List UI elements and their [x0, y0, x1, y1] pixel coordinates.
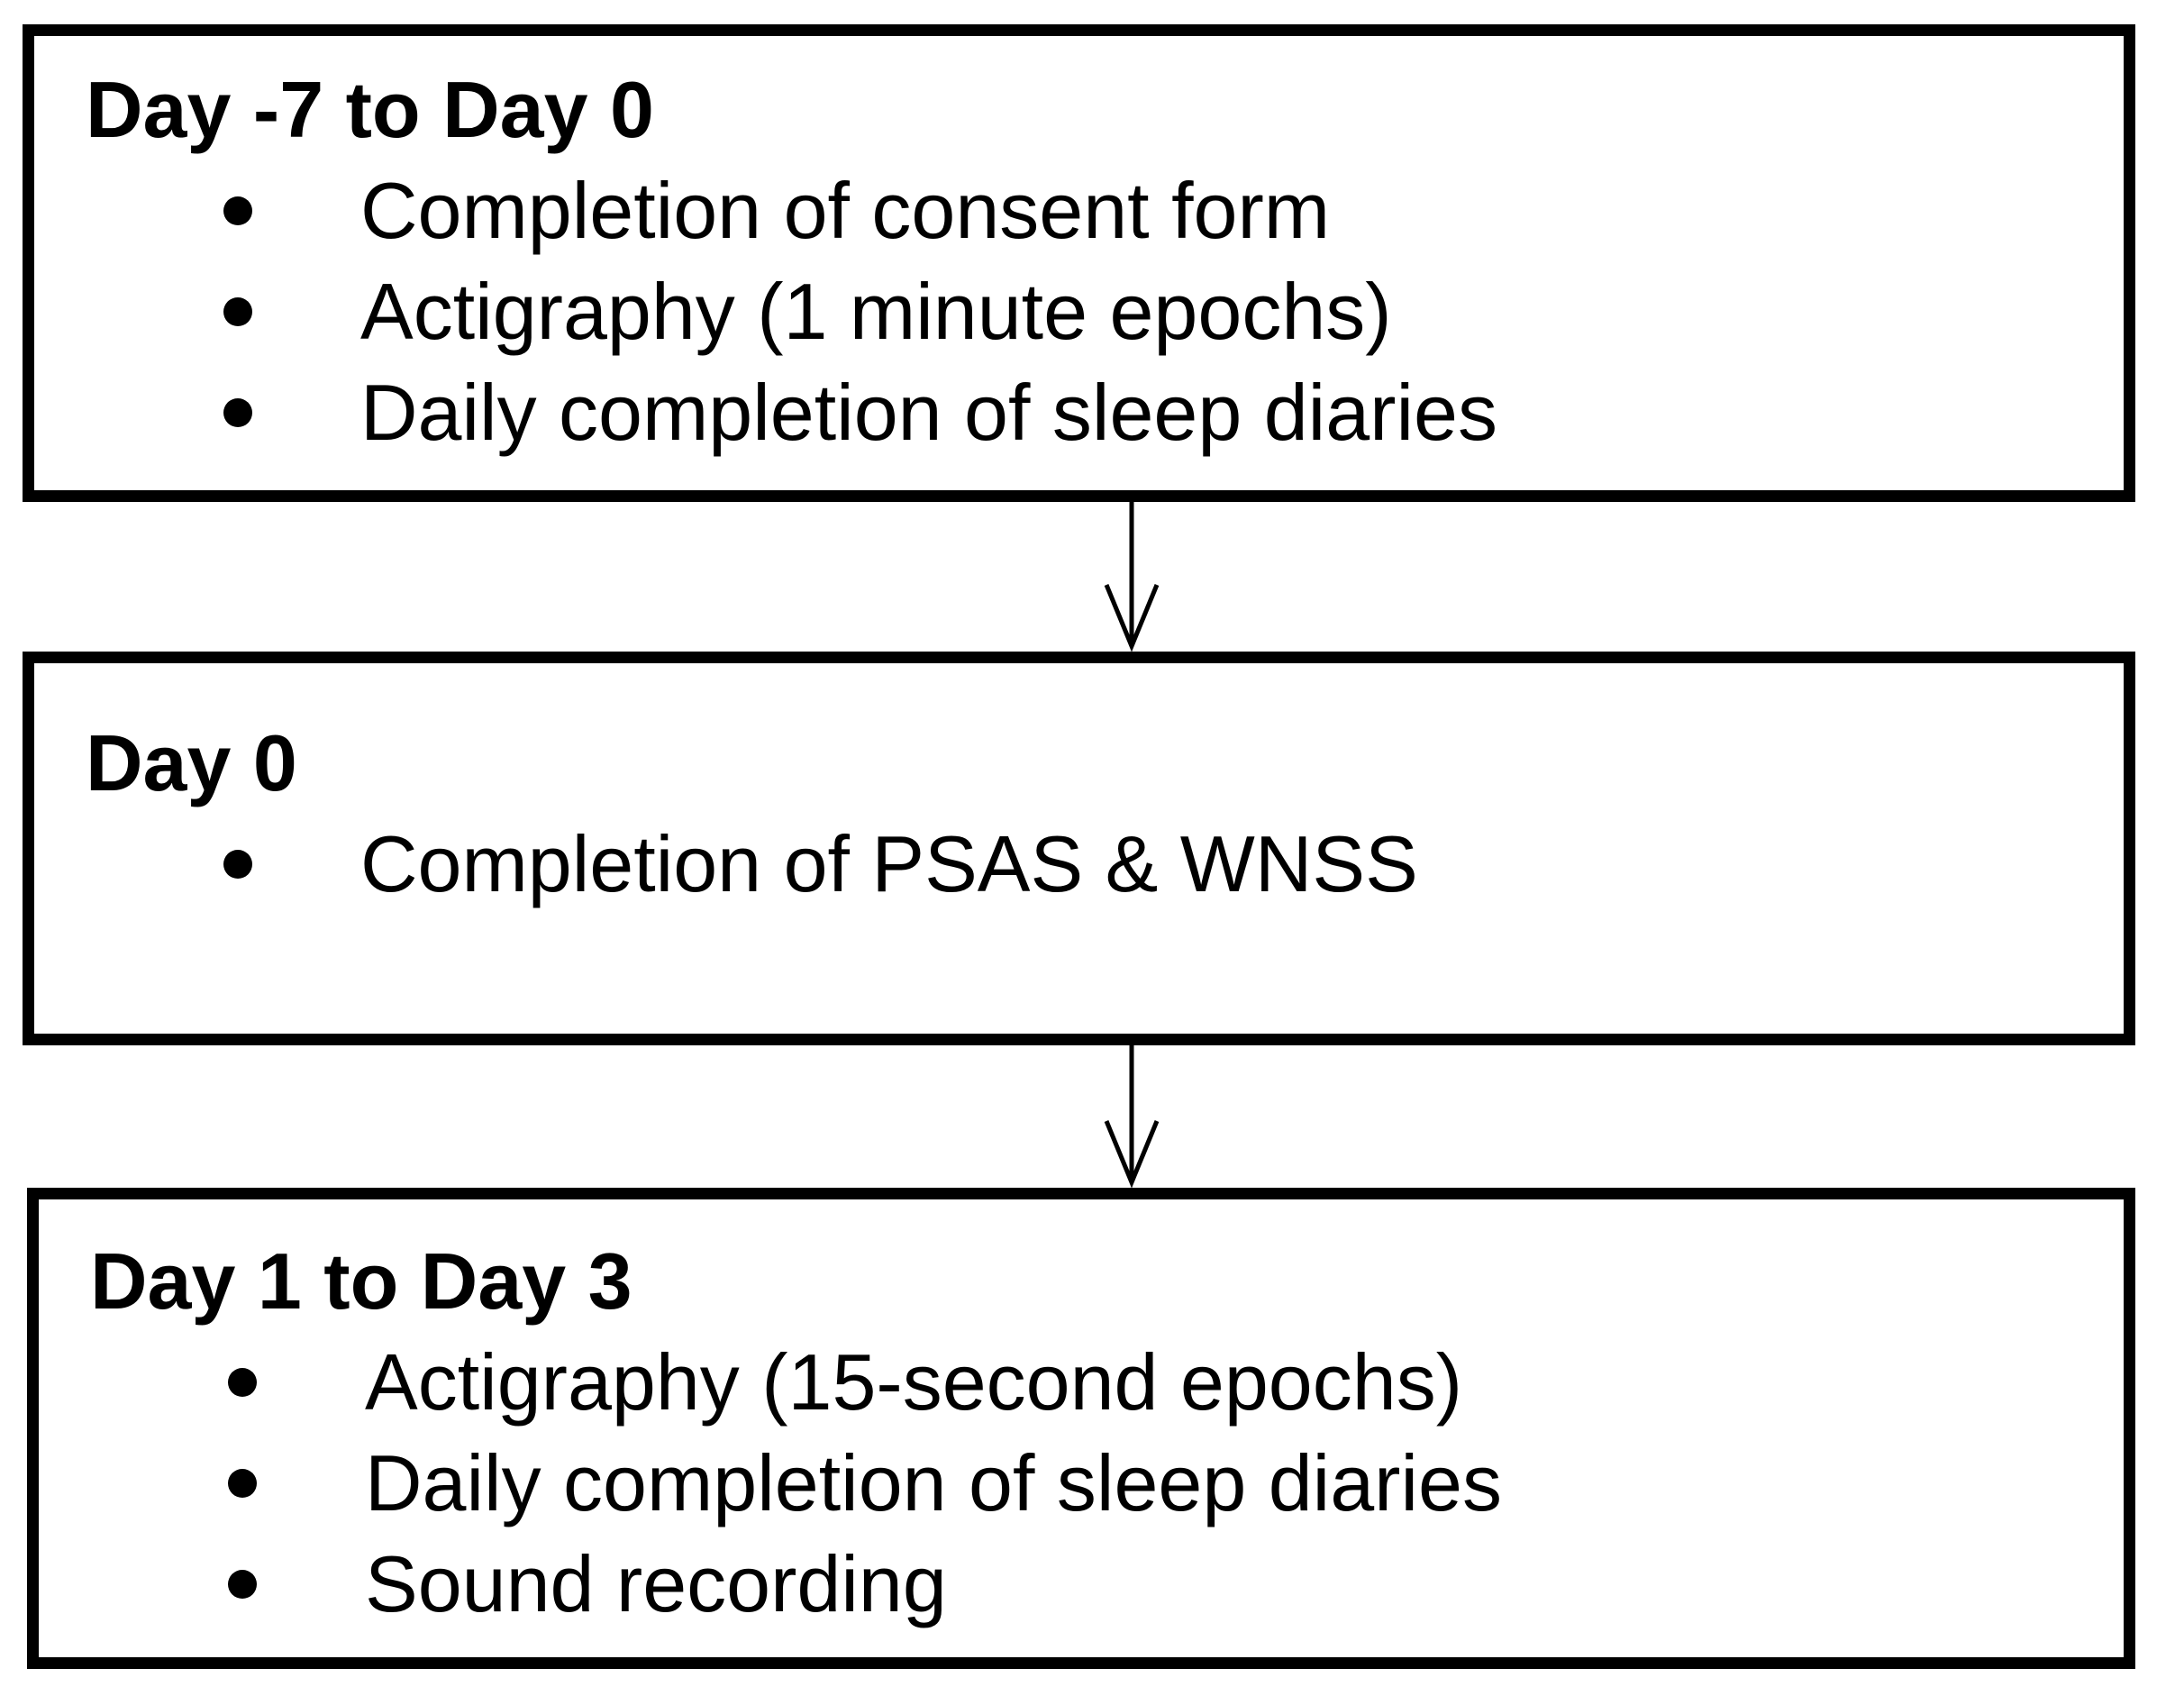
list-item: Sound recording — [39, 1534, 2124, 1635]
list-item: Actigraphy (1 minute epochs) — [34, 261, 2124, 362]
stage-title: Day -7 to Day 0 — [86, 65, 654, 154]
flow-arrow-down-icon — [1104, 502, 1160, 652]
bullet-icon — [223, 398, 252, 427]
bullet-icon — [228, 1368, 257, 1397]
list-item: Daily completion of sleep diaries — [39, 1433, 2124, 1534]
bullet-icon — [223, 196, 252, 225]
item-label: Actigraphy (15-second epochs) — [365, 1337, 1462, 1427]
stage-item-list: Actigraphy (15-second epochs) Daily comp… — [39, 1332, 2124, 1635]
bullet-icon — [223, 297, 252, 326]
list-item: Daily completion of sleep diaries — [34, 362, 2124, 463]
stage-box-day1-to-day3: Day 1 to Day 3 Actigraphy (15-second epo… — [27, 1188, 2135, 1669]
item-label: Completion of consent form — [360, 166, 1331, 255]
item-label: Sound recording — [365, 1539, 947, 1628]
flow-arrow-down-icon — [1104, 1045, 1160, 1188]
item-label: Completion of PSAS & WNSS — [360, 819, 1418, 908]
list-item: Completion of consent form — [34, 160, 2124, 261]
stage-box-day0: Day 0 Completion of PSAS & WNSS — [23, 652, 2135, 1045]
stage-item-list: Completion of PSAS & WNSS — [34, 814, 2124, 915]
bullet-icon — [228, 1469, 257, 1498]
stage-box-day-minus7-to-day0: Day -7 to Day 0 Completion of consent fo… — [23, 24, 2135, 502]
item-label: Daily completion of sleep diaries — [360, 368, 1497, 457]
bullet-icon — [223, 850, 252, 879]
stage-title: Day 0 — [86, 718, 297, 807]
item-label: Actigraphy (1 minute epochs) — [360, 267, 1392, 356]
stage-title: Day 1 to Day 3 — [90, 1236, 632, 1326]
stage-item-list: Completion of consent form Actigraphy (1… — [34, 160, 2124, 463]
bullet-icon — [228, 1570, 257, 1599]
item-label: Daily completion of sleep diaries — [365, 1438, 1502, 1527]
list-item: Actigraphy (15-second epochs) — [39, 1332, 2124, 1433]
list-item: Completion of PSAS & WNSS — [34, 814, 2124, 915]
